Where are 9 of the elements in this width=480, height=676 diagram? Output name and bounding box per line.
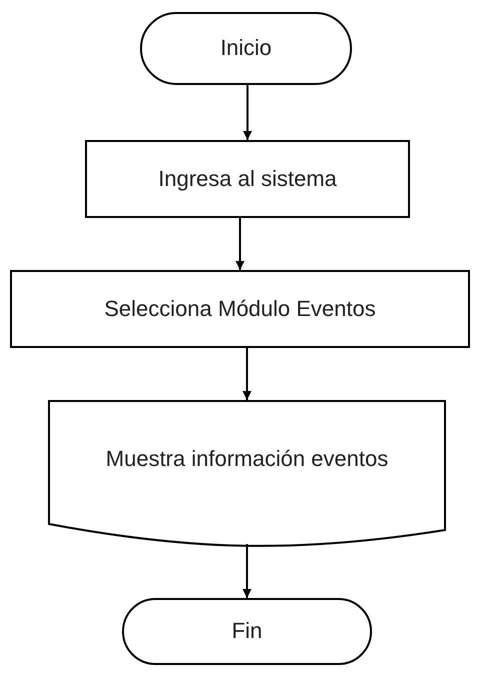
node-label: Muestra información eventos (106, 446, 388, 472)
arrow (236, 218, 244, 270)
arrow (242, 544, 252, 598)
arrow (242, 348, 252, 400)
node-label: Ingresa al sistema (158, 166, 337, 192)
arrow (243, 85, 252, 140)
node-label: Selecciona Módulo Eventos (104, 296, 376, 322)
node-label: Fin (232, 618, 262, 645)
node-label: Inicio (220, 35, 272, 62)
